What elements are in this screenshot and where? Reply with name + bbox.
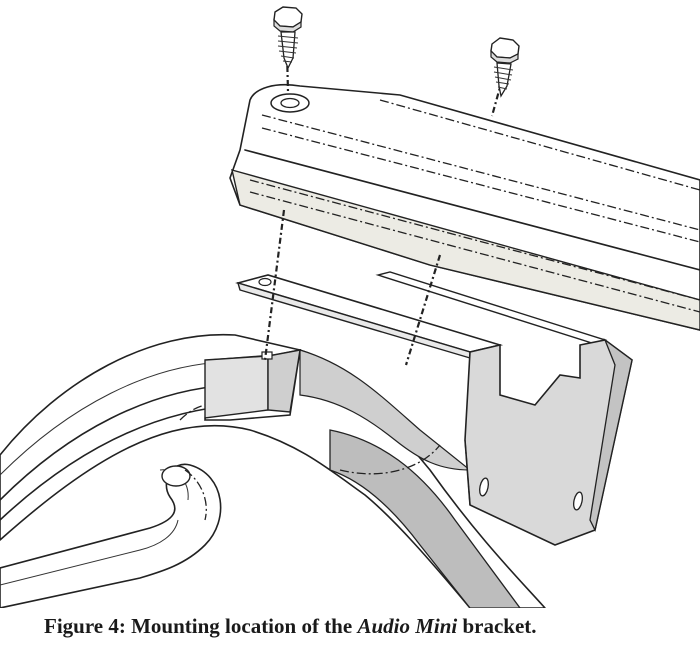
screw-right <box>490 37 520 98</box>
audio-mini-bracket <box>235 271 633 546</box>
tube-handle <box>0 463 222 608</box>
assembly-center-lines <box>263 51 504 366</box>
seat-rail <box>229 84 700 331</box>
caption-prefix: Figure 4: Mounting location of the <box>44 614 358 638</box>
screw-left <box>273 6 303 70</box>
square-tube <box>204 348 301 421</box>
frame-base <box>0 333 546 608</box>
figure-caption: Figure 4: Mounting location of the Audio… <box>0 610 700 640</box>
bracket-assembly-drawing <box>0 6 700 608</box>
caption-product-name: Audio Mini <box>357 614 458 638</box>
caption-suffix: bracket. <box>457 614 537 638</box>
